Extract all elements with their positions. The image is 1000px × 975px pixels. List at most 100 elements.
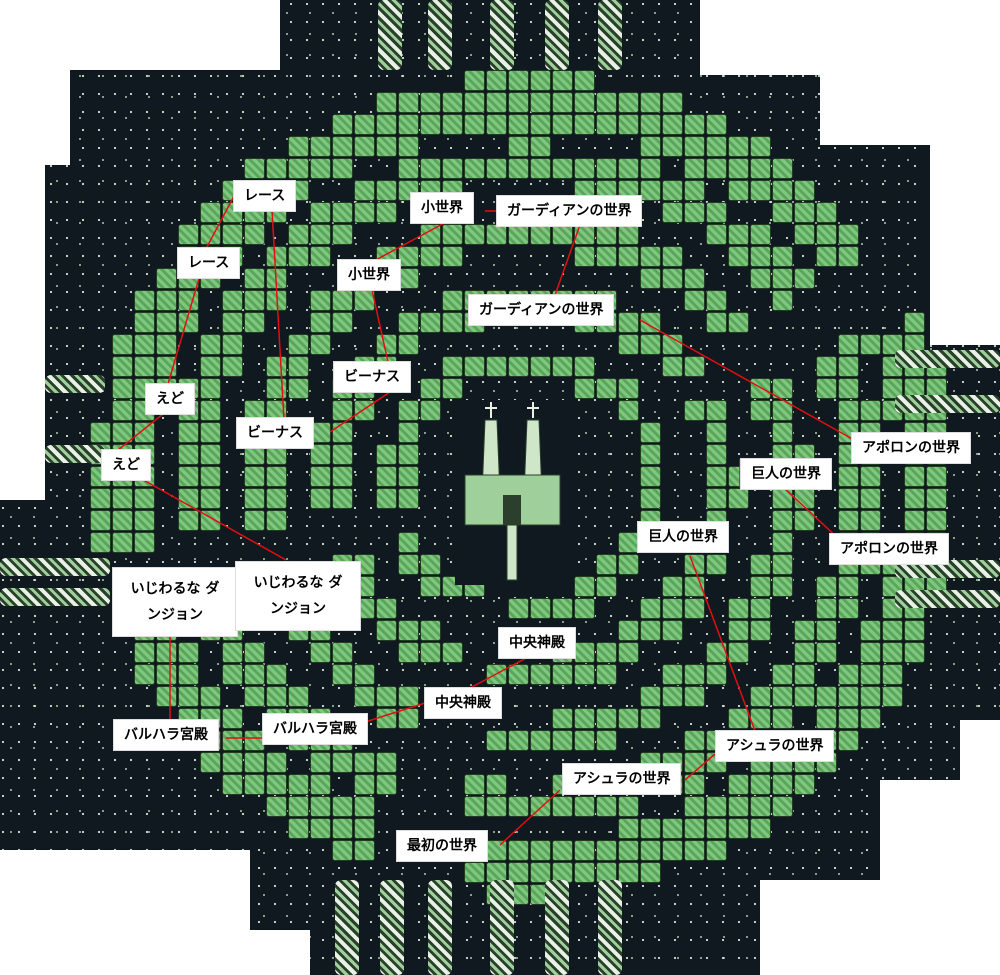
floor-tile	[222, 642, 243, 663]
floor-tile	[332, 202, 353, 223]
floor-tile	[684, 290, 705, 311]
floor-tile	[266, 664, 287, 685]
floor-tile	[398, 246, 419, 267]
floor-tile	[200, 686, 221, 707]
leader-line	[371, 289, 389, 363]
floor-tile	[310, 752, 331, 773]
floor-tile	[266, 686, 287, 707]
floor-tile	[772, 202, 793, 223]
floor-tile	[178, 510, 199, 531]
label-small-world-upper: 小世界	[411, 193, 473, 223]
floor-tile	[684, 158, 705, 179]
floor-tile	[178, 686, 199, 707]
floor-tile	[860, 620, 881, 641]
floor-tile	[662, 576, 683, 597]
floor-tile	[508, 598, 529, 619]
floor-tile	[860, 664, 881, 685]
floor-tile	[640, 686, 661, 707]
floor-tile	[530, 730, 551, 751]
floor-tile	[156, 290, 177, 311]
floor-tile	[860, 642, 881, 663]
floor-tile	[90, 510, 111, 531]
floor-tile	[816, 598, 837, 619]
floor-tile	[376, 136, 397, 157]
floor-tile	[244, 290, 265, 311]
floor-tile	[794, 202, 815, 223]
floor-tile	[398, 334, 419, 355]
floor-tile	[244, 268, 265, 289]
floor-tile	[398, 488, 419, 509]
leader-line	[639, 319, 873, 451]
floor-tile	[618, 620, 639, 641]
floor-tile	[618, 312, 639, 333]
floor-tile	[376, 114, 397, 135]
floor-tile	[244, 466, 265, 487]
floor-tile	[772, 246, 793, 267]
floor-tile	[860, 466, 881, 487]
floor-tile	[816, 708, 837, 729]
floor-tile	[134, 532, 155, 553]
floor-tile	[596, 576, 617, 597]
floor-tile	[420, 92, 441, 113]
floor-tile	[816, 576, 837, 597]
map-margin	[930, 145, 1000, 345]
floor-tile	[772, 158, 793, 179]
floor-tile	[354, 686, 375, 707]
floor-tile	[772, 686, 793, 707]
floor-tile	[508, 664, 529, 685]
floor-tile	[464, 92, 485, 113]
floor-tile	[310, 642, 331, 663]
floor-tile	[112, 488, 133, 509]
floor-tile	[288, 334, 309, 355]
floor-tile	[552, 708, 573, 729]
floor-tile	[200, 334, 221, 355]
floor-tile	[574, 158, 595, 179]
floor-tile	[134, 334, 155, 355]
floor-tile	[640, 422, 661, 443]
label-valhalla-right: バルハラ宮殿	[263, 714, 367, 744]
floor-tile	[618, 246, 639, 267]
floor-tile	[222, 774, 243, 795]
floor-tile	[552, 356, 573, 377]
label-race-lower: レース	[178, 248, 240, 278]
label-dungeon-right: いじわるな ダンジョン	[236, 562, 360, 630]
floor-tile	[112, 532, 133, 553]
leader-line	[554, 224, 581, 296]
floor-tile	[772, 576, 793, 597]
floor-tile	[398, 312, 419, 333]
floor-tile	[266, 774, 287, 795]
floor-tile	[332, 466, 353, 487]
floor-tile	[90, 488, 111, 509]
floor-tile	[464, 70, 485, 91]
floor-tile	[178, 664, 199, 685]
floor-tile	[134, 290, 155, 311]
floor-tile	[926, 510, 947, 531]
floor-tile	[486, 158, 507, 179]
floor-tile	[200, 378, 221, 399]
floor-tile	[486, 70, 507, 91]
label-edo-lower: えど	[102, 450, 150, 480]
floor-tile	[398, 158, 419, 179]
floor-tile	[530, 92, 551, 113]
floor-tile	[596, 114, 617, 135]
floor-tile	[420, 114, 441, 135]
floor-tile	[398, 400, 419, 421]
floor-tile	[112, 400, 133, 421]
label-dungeon-left: いじわるな ダンジョン	[113, 568, 237, 636]
floor-tile	[310, 202, 331, 223]
floor-tile	[662, 136, 683, 157]
floor-tile	[530, 70, 551, 91]
floor-tile	[420, 576, 441, 597]
floor-tile	[156, 334, 177, 355]
floor-tile	[882, 686, 903, 707]
floor-tile	[288, 686, 309, 707]
floor-tile	[112, 356, 133, 377]
floor-tile	[926, 488, 947, 509]
floor-tile	[332, 664, 353, 685]
floor-tile	[618, 708, 639, 729]
floor-tile	[882, 620, 903, 641]
floor-tile	[398, 444, 419, 465]
floor-tile	[156, 268, 177, 289]
floor-tile	[90, 532, 111, 553]
